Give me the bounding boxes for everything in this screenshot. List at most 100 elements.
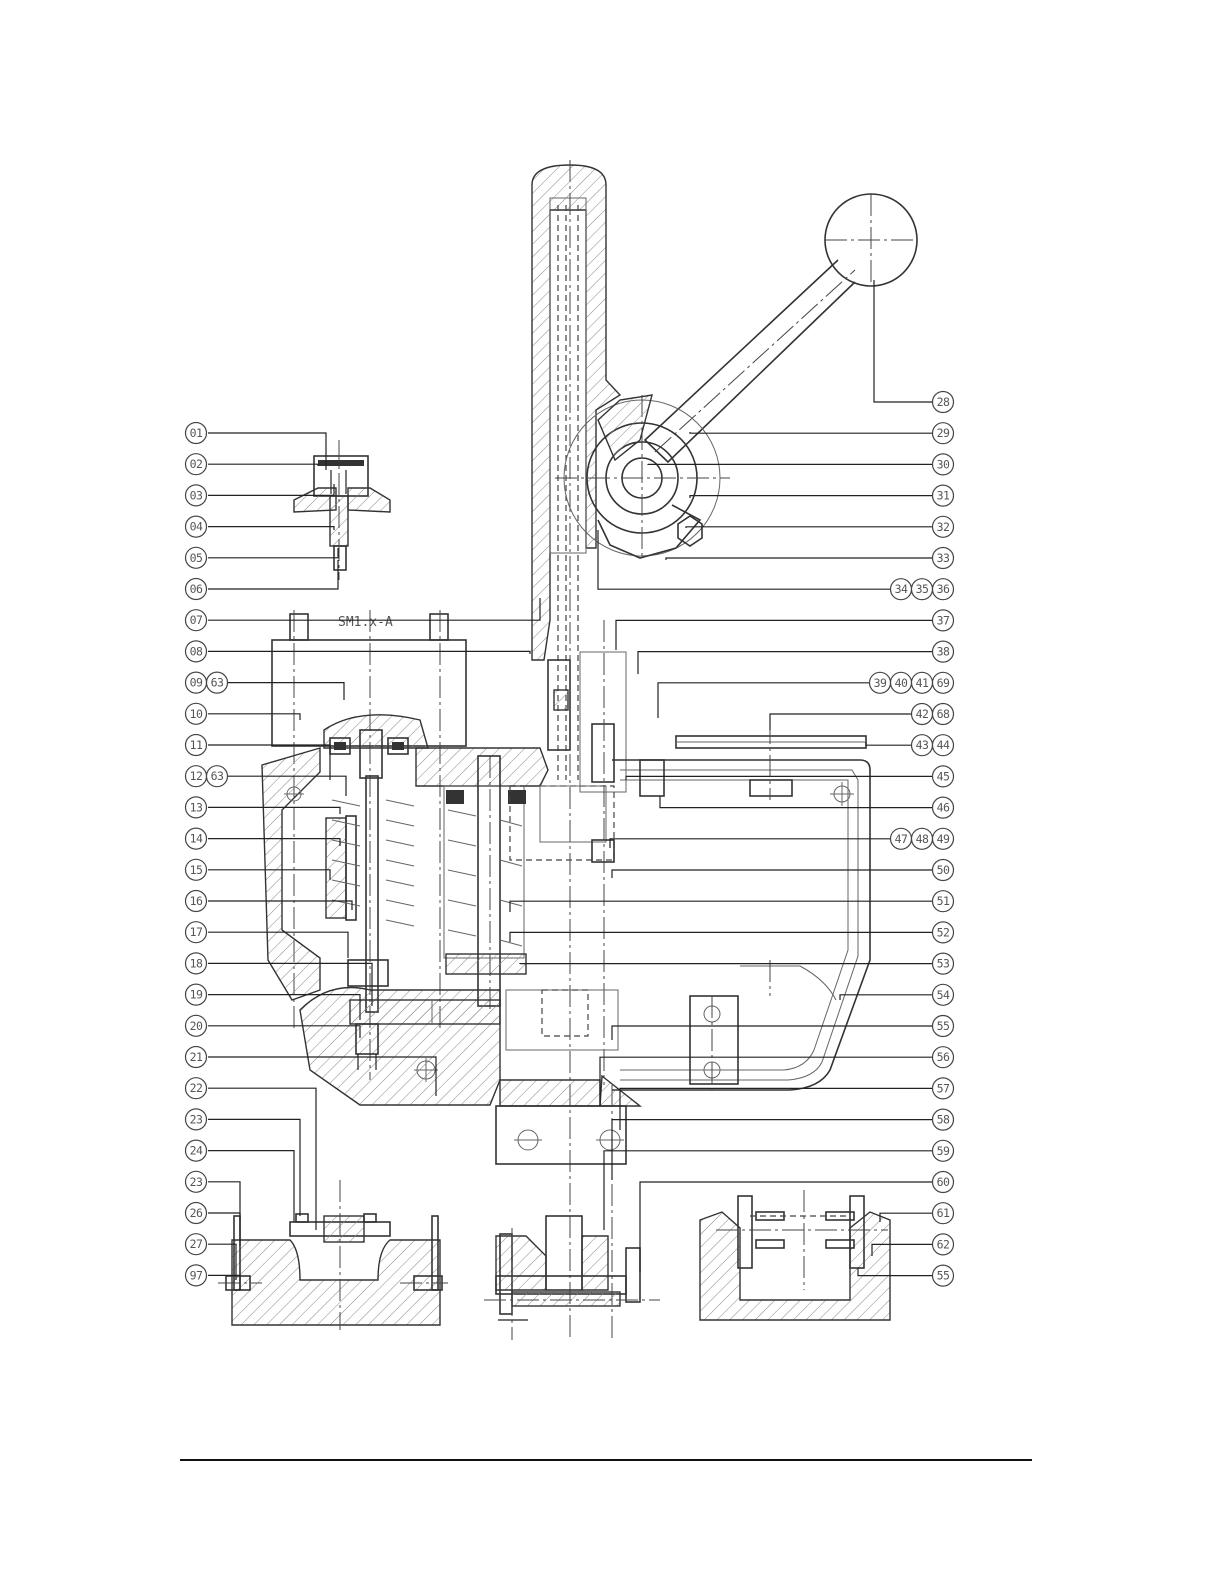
callout-number: 54 [937,988,950,1002]
left-housing-assembly: SM1.x-A [262,610,548,1105]
callout-number: 10 [190,707,203,721]
callout-left-01: 01 [186,423,207,444]
callout-leader [612,870,932,878]
callout-leader [600,1057,932,1106]
callout-leader [686,527,932,528]
callout-leader [208,651,530,654]
callout-right-58: 58 [933,1109,954,1130]
callout-number: 34 [895,582,908,596]
callout-right-55: 55 [933,1016,954,1037]
callout-left-07: 07 [186,610,207,631]
callout-number: 63 [211,769,224,783]
lever-assembly [555,194,917,560]
callout-right-32: 32 [933,516,954,537]
callout-right-59: 59 [933,1140,954,1161]
callout-number: 36 [937,582,950,596]
callout-number: 26 [190,1206,203,1220]
callout-number: 05 [190,551,203,565]
callout-right-31: 31 [933,485,954,506]
callout-leader [638,652,932,674]
callout-leader [690,432,932,433]
callout-left-26: 26 [186,1203,207,1224]
callout-right-45: 45 [933,766,954,787]
inset-detail-bottom-right [700,1190,890,1320]
callout-leader [208,548,338,558]
callout-leader [510,901,932,912]
callout-right-51: 51 [933,891,954,912]
callout-number: 21 [190,1050,203,1064]
callout-number: 23 [190,1175,203,1189]
callout-number: 18 [190,956,203,970]
callout-left-11: 11 [186,735,207,756]
callout-number: 11 [190,738,203,752]
callout-leader [616,620,932,650]
callout-number: 15 [190,863,203,877]
callout-number: 12 [190,769,203,783]
callout-number: 61 [937,1206,950,1220]
callout-number: 68 [937,707,950,721]
callouts-right: 2829303132333435363738394041694268434445… [510,280,954,1286]
callout-number: 17 [190,925,203,939]
callout-leader [620,1088,932,1130]
callout-number: 45 [937,769,950,783]
callout-right-54: 54 [933,984,954,1005]
callout-number: 60 [937,1175,950,1189]
callout-number: 56 [937,1050,950,1064]
right-frame [600,722,870,1106]
callout-number: 30 [937,457,950,471]
callout-leader [874,280,932,402]
callout-right-50: 50 [933,860,954,881]
callout-right-60: 60 [933,1172,954,1193]
callout-number: 20 [190,1019,203,1033]
callout-left-05: 05 [186,547,207,568]
callout-right-68: 68 [933,704,954,725]
callout-right-29: 29 [933,423,954,444]
callout-number: 35 [916,582,929,596]
callout-number: 24 [190,1144,203,1158]
callout-right-34: 34 [891,579,912,600]
callout-number: 69 [937,676,950,690]
callout-leader [208,1119,300,1216]
callout-number: 31 [937,489,950,503]
callout-leader [208,1182,240,1220]
callout-left-13: 13 [186,797,207,818]
callout-left-21: 21 [186,1047,207,1068]
callout-number: 02 [190,457,203,471]
callout-left-23: 23 [186,1109,207,1130]
callout-number: 41 [916,676,929,690]
callout-right-42: 42 [912,704,933,725]
callout-right-35: 35 [912,579,933,600]
callout-right-39: 39 [870,672,891,693]
callout-leader [208,714,300,720]
callout-right-30: 30 [933,454,954,475]
callout-right-40: 40 [891,672,912,693]
callout-number: 46 [937,801,950,815]
callout-left-15: 15 [186,859,207,880]
callout-number: 03 [190,488,203,502]
callout-number: 39 [874,676,887,690]
callout-number: 23 [190,1112,203,1126]
callout-number: 32 [937,520,950,534]
callout-number: 06 [190,582,203,596]
callout-left-04: 04 [186,516,207,537]
callout-number: 57 [937,1081,950,1095]
column-assembly [532,160,620,1340]
callout-number: 63 [211,676,224,690]
callout-number: 04 [190,520,203,534]
callout-left-19: 19 [186,984,207,1005]
callout-number: 01 [190,426,203,440]
callout-left-20: 20 [186,1015,207,1036]
callout-number: 16 [190,894,203,908]
callout-right-62: 62 [933,1234,954,1255]
callout-leader [770,714,911,730]
callout-right-48: 48 [912,828,933,849]
callout-right-41: 41 [912,672,933,693]
callout-number: 59 [937,1144,950,1158]
callout-left-16: 16 [186,891,207,912]
callout-left-63: 63 [207,766,228,787]
footer-rule [180,1459,1032,1461]
callout-number: 40 [895,676,908,690]
callout-number: 33 [937,551,950,565]
